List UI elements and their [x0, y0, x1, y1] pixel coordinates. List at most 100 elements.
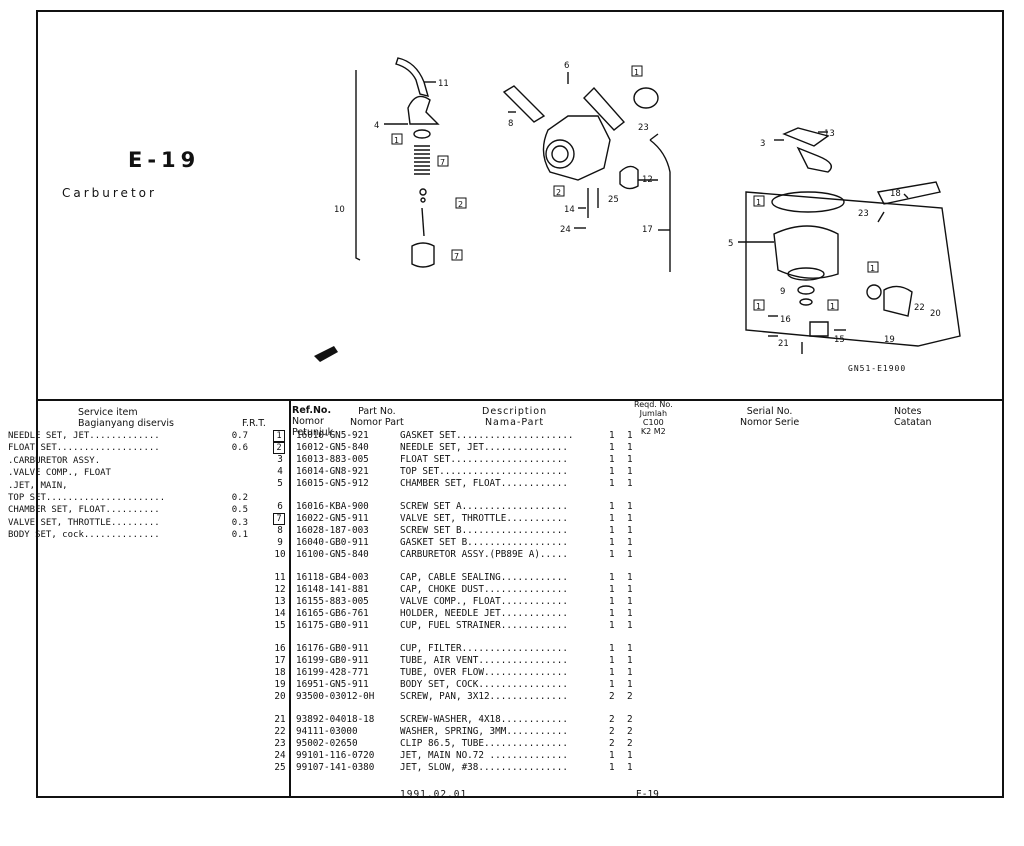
part-number: 16010-GN5-921: [296, 430, 369, 441]
ref-no: 21: [274, 714, 286, 725]
part-description: TUBE, OVER FLOW...............: [400, 667, 568, 678]
catalog-page-frame: E-19 Carburetor: [36, 10, 1004, 800]
service-item-label: Service item: [78, 407, 138, 418]
svg-text:1: 1: [394, 136, 399, 145]
qty-k2: 1: [609, 762, 615, 773]
part-description: CAP, CABLE SEALING............: [400, 572, 568, 583]
ref-no: 4: [277, 466, 283, 477]
fuel-cock-shape: [883, 285, 913, 317]
svg-text:11: 11: [438, 79, 449, 89]
ref-no: 6: [277, 501, 283, 512]
notes-header: Notes Catatan: [894, 406, 932, 428]
ref-no: 22: [274, 726, 286, 737]
service-frt: 0.1: [231, 530, 248, 541]
service-frt: 0.5: [231, 505, 248, 516]
part-number: 16155-883-005: [296, 596, 369, 607]
carburetor-body-shape: [542, 115, 611, 181]
service-row: .CARBURETOR ASSY.: [8, 455, 248, 467]
part-number: 93892-04018-18: [296, 714, 375, 725]
ref-no: 19: [274, 679, 286, 690]
service-frt: 0.6: [231, 443, 248, 454]
part-number: 16015-GN5-912: [296, 478, 369, 489]
part-description: CLIP 86.5, TUBE...............: [400, 738, 568, 749]
svg-text:1: 1: [870, 264, 875, 273]
svg-text:21: 21: [778, 339, 789, 349]
svg-text:23: 23: [638, 123, 649, 133]
svg-text:3: 3: [760, 139, 765, 149]
part-number: 16175-GB0-911: [296, 620, 369, 631]
part-number: 16022-GN5-911: [296, 513, 369, 524]
part-description: HOLDER, NEEDLE JET............: [400, 608, 568, 619]
qty-k2: 1: [609, 667, 615, 678]
part-number: 16199-GB0-911: [296, 655, 369, 666]
part-number: 94111-03000: [296, 726, 358, 737]
service-header: Service item Bagianyang diservis: [78, 407, 174, 429]
qty-m2: 1: [627, 466, 633, 477]
service-item: FLOAT SET...................: [8, 443, 160, 454]
exploded-view-diagram: 11 4 10 6 8 23 12 14 25 24 17 3 13 18 23…: [314, 57, 961, 362]
svg-text:19: 19: [884, 335, 895, 345]
svg-text:1: 1: [756, 302, 761, 311]
direction-arrow: [314, 346, 338, 362]
ref-no: 14: [274, 608, 286, 619]
part-description: WASHER, SPRING, 3MM...........: [400, 726, 568, 737]
pilot-screw-shape: [502, 85, 546, 123]
qty-m2: 2: [627, 738, 633, 749]
qty-k2: 1: [609, 513, 615, 524]
qty-m2: 1: [627, 679, 633, 690]
part-description: SCREW, PAN, 3X12..............: [400, 691, 568, 702]
qty-m2: 1: [627, 525, 633, 536]
part-number: 16118-GB4-003: [296, 572, 369, 583]
ref-no: 20: [274, 691, 286, 702]
service-item: .CARBURETOR ASSY.: [8, 455, 101, 466]
qty-k2: 1: [609, 750, 615, 761]
service-row: FLOAT SET................... 0.6: [8, 442, 248, 454]
svg-text:25: 25: [608, 195, 619, 205]
ref-no: 9: [277, 537, 283, 548]
throttle-valve-shape: [411, 242, 435, 268]
part-number: 16176-GB0-911: [296, 643, 369, 654]
svg-text:23: 23: [858, 209, 869, 219]
qty-k2: 1: [609, 549, 615, 560]
part-description: CAP, CHOKE DUST...............: [400, 584, 568, 595]
qty-k2: 2: [609, 726, 615, 737]
cable-cap-shape: [395, 57, 430, 97]
ref-no: 3: [277, 454, 283, 465]
qty-m2: 1: [627, 572, 633, 583]
bracket-line-10: [355, 70, 361, 261]
qty-m2: 1: [627, 537, 633, 548]
part-number: 93500-03012-0H: [296, 691, 375, 702]
ref-no: 15: [274, 620, 286, 631]
part-description: TOP SET.......................: [400, 466, 568, 477]
serial-header: Serial No. Nomor Serie: [740, 406, 800, 428]
section-divider: [38, 399, 1002, 401]
part-description: CUP, FUEL STRAINER............: [400, 620, 568, 631]
svg-text:5: 5: [728, 239, 733, 249]
top-shape: [407, 95, 440, 125]
part-number: 16040-GB0-911: [296, 537, 369, 548]
qty-m2: 1: [627, 750, 633, 761]
part-description: JET, SLOW, #38................: [400, 762, 568, 773]
svg-text:10: 10: [334, 205, 345, 215]
part-description: VALVE COMP., FLOAT............: [400, 596, 568, 607]
service-item: .JET, MAIN,: [8, 480, 68, 491]
qty-k2: 1: [609, 501, 615, 512]
part-number: 16165-GB6-761: [296, 608, 369, 619]
description-header: Description Nama-Part: [482, 406, 548, 428]
qty-m2: 1: [627, 655, 633, 666]
service-frt: 0.2: [231, 493, 248, 504]
svg-text:9: 9: [780, 287, 785, 297]
svg-text:12: 12: [642, 175, 653, 185]
ref-no: 1: [273, 430, 285, 442]
part-no-header: Part No. Nomor Part: [350, 406, 404, 428]
qty-m2: 2: [627, 726, 633, 737]
ref-no: 16: [274, 643, 286, 654]
service-frt: 0.7: [231, 431, 248, 441]
qty-m2: 1: [627, 596, 633, 607]
part-description: SCREW SET B...................: [400, 525, 568, 536]
part-description: SCREW-WASHER, 4X18............: [400, 714, 568, 725]
ref-no: 11: [274, 572, 286, 583]
service-item: NEEDLE SET, JET.............: [8, 431, 160, 441]
part-description: GASKET SET.....................: [400, 430, 574, 441]
qty-m2: 1: [627, 442, 633, 453]
